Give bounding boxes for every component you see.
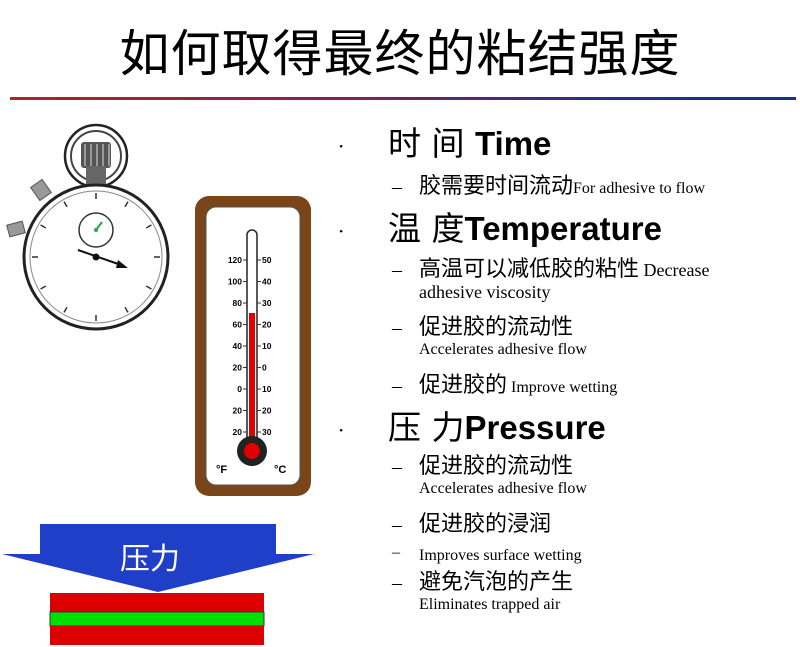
pressure-diagram	[2, 524, 314, 645]
fahrenheit-tick-label: 20	[233, 406, 243, 416]
stopwatch-tick	[40, 224, 47, 229]
celsius-tick-label: 20	[262, 406, 272, 416]
celsius-tick-label: 30	[262, 427, 272, 437]
bullet-dot: ·	[338, 134, 345, 158]
fahrenheit-tick-label: 0	[237, 384, 242, 394]
celsius-tick-label: 10	[262, 341, 272, 351]
fahrenheit-tick-label: 60	[233, 320, 243, 330]
fahrenheit-tick-label: 120	[228, 255, 242, 265]
fahrenheit-tick-label: 20	[233, 363, 243, 373]
section-heading-en: Pressure	[464, 409, 606, 446]
stopwatch-tick	[145, 285, 152, 290]
celsius-tick-label: 20	[262, 320, 272, 330]
fahrenheit-label: °F	[216, 464, 227, 476]
stopwatch-tick	[145, 224, 152, 229]
stopwatch-tick	[40, 285, 47, 290]
stopwatch-icon	[6, 123, 170, 331]
section-heading-en: Time	[474, 125, 552, 162]
stopwatch-tick	[124, 306, 129, 313]
fahrenheit-tick-label: 40	[233, 341, 243, 351]
celsius-tick-label: 10	[262, 384, 272, 394]
section-heading-zh: 压 力	[388, 408, 465, 447]
celsius-label: °C	[274, 464, 286, 476]
pressure-label: 压力	[120, 542, 180, 577]
celsius-tick-label: 40	[262, 277, 272, 287]
stopwatch-tick	[124, 201, 129, 208]
celsius-tick-label: 0	[262, 363, 267, 373]
celsius-tick-label: 50	[262, 255, 272, 265]
slide-title: 如何取得最终的粘结强度	[119, 25, 681, 83]
stopwatch-tick	[63, 201, 68, 208]
bullet-dot: ·	[338, 418, 345, 442]
title-divider	[10, 97, 796, 100]
bullet-dot: ·	[338, 219, 345, 243]
section-heading-en: Temperature	[464, 210, 662, 247]
fahrenheit-tick-label: 20	[233, 427, 243, 437]
fahrenheit-tick-label: 100	[228, 277, 242, 287]
section-heading-zh: 温 度	[388, 209, 465, 248]
fahrenheit-tick-label: 80	[233, 298, 243, 308]
section-heading-zh: 时 间	[388, 124, 475, 163]
celsius-tick-label: 30	[262, 298, 272, 308]
stopwatch-tick	[63, 306, 68, 313]
